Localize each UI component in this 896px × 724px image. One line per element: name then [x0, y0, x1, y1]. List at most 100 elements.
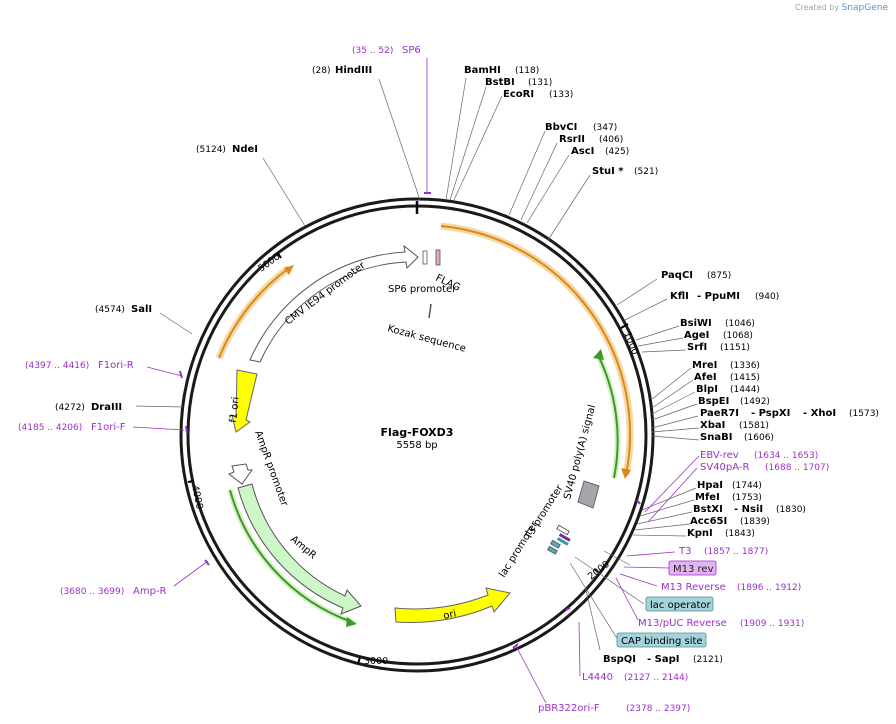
ori-label: ori — [442, 608, 457, 621]
leader-kpni — [632, 534, 687, 537]
sali-label: SalI — [131, 304, 152, 315]
m13-mark-1 — [558, 533, 571, 542]
mark-f1orir — [179, 370, 183, 379]
leader-lac-operator — [574, 556, 645, 605]
t3-primer-label: T3 — [678, 546, 691, 557]
acc65i-label: Acc65I — [690, 516, 727, 527]
orf-arc-left-glow — [215, 265, 292, 360]
ampr-arrow — [237, 483, 362, 615]
green-arc-left-head — [346, 617, 357, 627]
t3-primer-pos: (1857 .. 1877) — [704, 547, 768, 557]
kfli-pos: (940) — [755, 292, 779, 302]
green-arc-left — [229, 489, 353, 623]
lac-operator-label: lac operator — [650, 600, 711, 611]
mrei-label: MreI — [692, 360, 717, 371]
f1-ori-arrow — [231, 369, 258, 433]
bstbi-label: BstBI — [485, 77, 515, 88]
t3-promoter-mark — [556, 524, 570, 536]
paqci-label: PaqCI — [661, 270, 693, 281]
hindiii-label: HindIII — [335, 65, 372, 76]
leader-t3 — [626, 551, 676, 557]
leader-kfli — [624, 298, 668, 321]
tick-3000 — [357, 656, 361, 665]
bsiwi-label: BsiWI — [680, 318, 712, 329]
agei-label: AgeI — [684, 330, 709, 341]
bsiwi-pos: (1046) — [725, 319, 755, 329]
leader-m13reverse — [619, 573, 658, 587]
orf-arc-left — [218, 267, 290, 359]
asci-pos: (425) — [605, 147, 629, 157]
plasmid-length: 5558 bp — [396, 440, 437, 451]
ndei-pos: (5124) — [196, 145, 226, 155]
mark-ebvrev — [636, 499, 641, 505]
ampr-promoter-label: AmpR promoter — [252, 429, 290, 508]
m13-mark-2 — [556, 537, 569, 546]
m13puc-primer-label: M13/pUC Reverse — [638, 618, 727, 629]
kpni-label: KpnI — [687, 528, 713, 539]
plasmid-name: Flag-FOXD3 — [381, 426, 454, 439]
leader-m13puc — [615, 577, 639, 621]
leader-ecori — [453, 95, 503, 201]
sv40par-primer-pos: (1688 .. 1707) — [765, 463, 829, 473]
lac-promoter-label: lac promoter — [497, 519, 541, 580]
draiii-label: DraIII — [91, 402, 122, 413]
tick-label-3000: 3000 — [364, 656, 388, 667]
kozak-mark — [428, 303, 432, 319]
flag-mark — [435, 249, 441, 266]
xbai-pos: (1581) — [739, 421, 769, 431]
ori-arrow — [394, 587, 511, 623]
ebvrev-primer-pos: (1634 .. 1653) — [754, 451, 818, 461]
leader-f1orif — [132, 426, 185, 431]
leader-bstbi — [449, 86, 487, 201]
hpai-pos: (1744) — [732, 481, 762, 491]
f1orir-primer-pos: (4397 .. 4416) — [25, 361, 89, 371]
leader-ebvrev — [644, 455, 700, 513]
tick-4000 — [187, 480, 195, 483]
tick-1000 — [620, 323, 629, 329]
cmv-promoter-arrow — [249, 244, 419, 363]
m13puc-primer-pos: (1909 .. 1931) — [740, 619, 804, 629]
snapgene-credit: Created by SnapGene — [795, 3, 888, 13]
xbai-label: XbaI — [700, 420, 725, 431]
tick-label-1000: 1000 — [621, 330, 640, 357]
bamhi-label: BamHI — [464, 65, 501, 76]
leader-mfei — [639, 499, 695, 517]
sp6-promoter-mark — [422, 250, 428, 265]
ecori-label: EcoRI — [503, 89, 534, 100]
rsrii-label: RsrII — [559, 134, 585, 145]
leader-bspqi — [585, 589, 601, 651]
leader-xbai — [651, 427, 700, 433]
l4440-primer-label: L4440 — [582, 672, 613, 683]
m13reverse-primer-label: M13 Reverse — [661, 582, 726, 593]
blpi-pos: (1444) — [730, 385, 760, 395]
bstbi-pos: (131) — [528, 78, 552, 88]
leader-afei — [651, 379, 694, 409]
bbvci-pos: (347) — [593, 123, 617, 133]
mark-ampr — [204, 559, 210, 566]
lac-operator-box — [645, 596, 714, 612]
asci-label: AscI — [571, 146, 594, 157]
hindiii-pos: (28) — [312, 66, 330, 76]
leader-paqci — [616, 278, 658, 306]
enzyme-leader-lines — [135, 77, 700, 651]
mfei-label: MfeI — [695, 492, 720, 503]
leader-paer7i — [651, 415, 699, 429]
leader-pbr322 — [515, 645, 547, 704]
sp6-promoter-label: SP6 promoter — [388, 284, 457, 295]
srfi-label: SrfI — [687, 342, 707, 353]
f1-ori-label: f1 ori — [228, 396, 242, 423]
lac-mark-1 — [550, 539, 561, 549]
bspei-label: BspEI — [698, 396, 729, 407]
leader-bbvci — [508, 130, 546, 216]
ampr-primer-pos: (3680 .. 3699) — [60, 587, 124, 597]
afei-label: AfeI — [694, 372, 717, 383]
ampr-promoter-arrow — [227, 463, 253, 485]
stui-label: StuI * — [592, 166, 624, 177]
cap-site-box — [616, 632, 707, 648]
bspqi-label: BspQI — [603, 654, 636, 665]
m13rev-feature-label: M13 rev — [673, 564, 714, 575]
leader-asci — [526, 154, 570, 224]
lac-mark-2 — [547, 545, 558, 555]
kfli-label: KflI — [670, 291, 689, 302]
